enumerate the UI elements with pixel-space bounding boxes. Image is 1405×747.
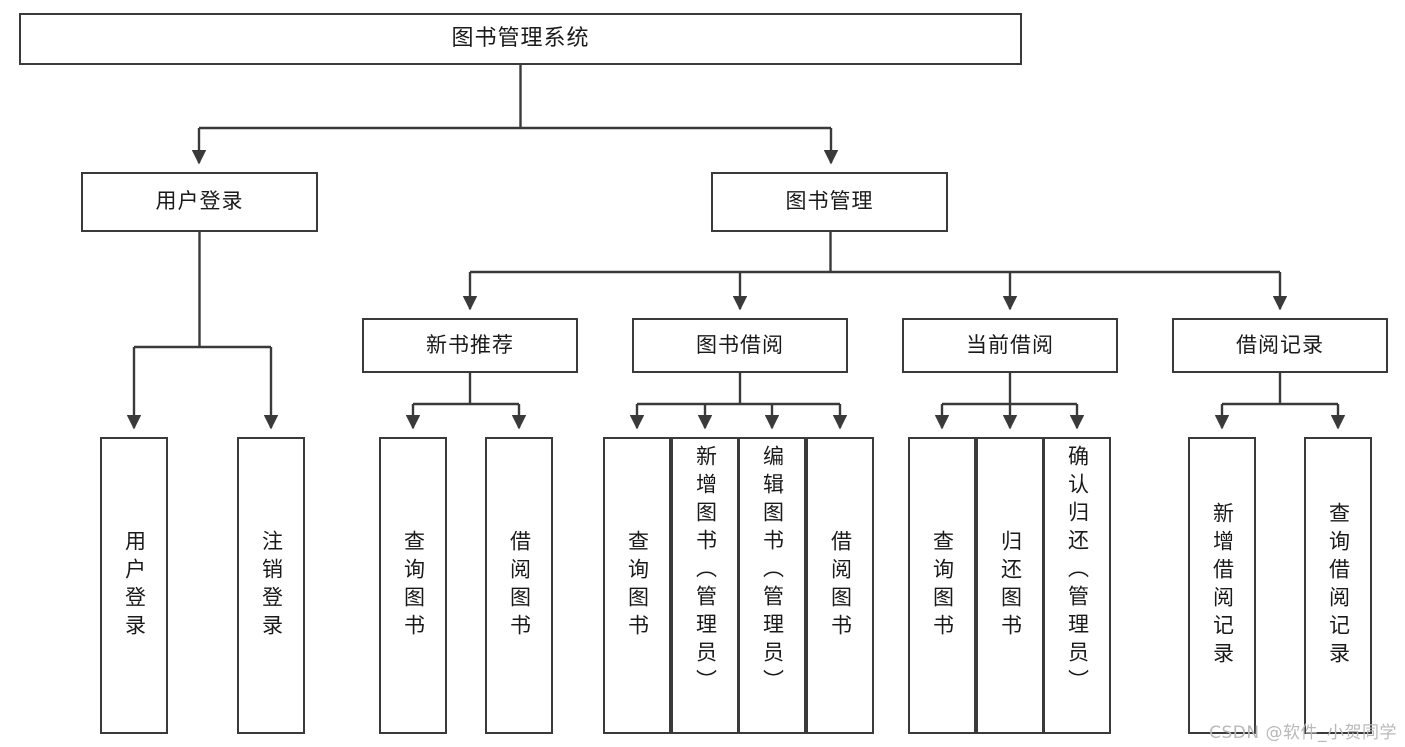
csdn-watermark: CSDN @软件_小贺同学 (1209, 723, 1397, 743)
node-new-book-recommend[interactable]: 新书推荐 (362, 318, 578, 373)
leaf-borrow-book-recommend[interactable]: 借阅图书 (485, 437, 553, 734)
leaf-return-book[interactable]: 归还图书 (976, 437, 1044, 734)
leaf-confirm-return-admin[interactable]: 确认归还（管理员） (1043, 437, 1111, 734)
node-book-manage[interactable]: 图书管理 (711, 172, 948, 232)
leaf-edit-book-admin[interactable]: 编辑图书（管理员） (738, 437, 806, 734)
leaf-query-borrow-record[interactable]: 查询借阅记录 (1304, 437, 1372, 734)
node-current-borrow[interactable]: 当前借阅 (902, 318, 1118, 373)
leaf-logout-login[interactable]: 注销登录 (237, 437, 305, 734)
node-borrow-record[interactable]: 借阅记录 (1172, 318, 1388, 373)
leaf-query-book-recommend[interactable]: 查询图书 (379, 437, 447, 734)
leaf-user-login[interactable]: 用户登录 (100, 437, 168, 734)
node-book-borrow[interactable]: 图书借阅 (632, 318, 848, 373)
node-user-login[interactable]: 用户登录 (81, 172, 318, 232)
node-root-system[interactable]: 图书管理系统 (19, 13, 1022, 65)
leaf-query-book-current[interactable]: 查询图书 (908, 437, 976, 734)
leaf-borrow-book-borrow[interactable]: 借阅图书 (806, 437, 874, 734)
leaf-query-book-borrow[interactable]: 查询图书 (603, 437, 671, 734)
leaf-add-borrow-record[interactable]: 新增借阅记录 (1188, 437, 1256, 734)
leaf-add-book-admin[interactable]: 新增图书（管理员） (671, 437, 739, 734)
